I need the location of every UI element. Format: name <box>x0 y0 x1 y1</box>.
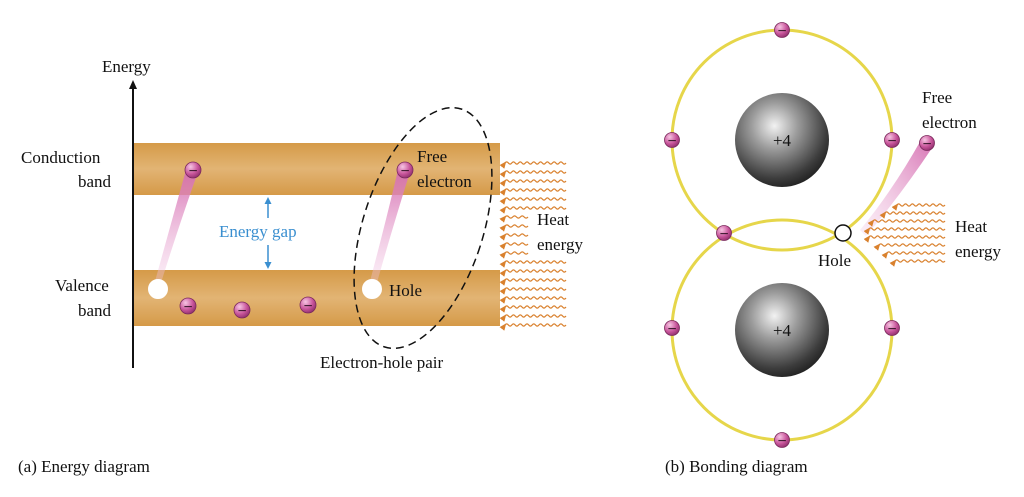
valence-band-label-line2: band <box>78 301 112 320</box>
free-electron-label-line2: electron <box>417 172 472 191</box>
nucleus <box>735 283 829 377</box>
bonding-diagram: +4 +4 − − − − − − <box>664 22 1001 476</box>
svg-text:−: − <box>777 24 787 38</box>
hole-label: Hole <box>389 281 422 300</box>
svg-text:−: − <box>400 164 410 178</box>
heat-arrow <box>499 296 567 304</box>
heat-arrow <box>891 203 946 211</box>
heat-arrows <box>499 161 567 331</box>
hole-icon <box>362 279 382 299</box>
heat-arrow <box>499 197 567 205</box>
heat-arrow <box>879 211 946 219</box>
heat-arrow <box>499 269 567 277</box>
electron-icon: − <box>233 301 251 319</box>
heat-arrow <box>499 242 529 250</box>
electron-icon: − <box>774 22 790 38</box>
svg-text:−: − <box>887 134 897 148</box>
valence-band-label-line1: Valence <box>55 276 109 295</box>
heat-arrow <box>499 305 567 313</box>
electron-icon: − <box>884 132 900 148</box>
heat-arrow <box>499 179 567 187</box>
heat-arrow <box>499 233 529 241</box>
svg-text:−: − <box>667 322 677 336</box>
energy-gap-label: Energy gap <box>219 222 297 241</box>
nucleus-charge-label: +4 <box>773 321 792 340</box>
svg-text:−: − <box>183 300 193 314</box>
heat-arrows <box>863 203 946 267</box>
heat-arrow <box>499 287 567 295</box>
hole-label: Hole <box>818 251 851 270</box>
free-electron-label-line1: Free <box>922 88 952 107</box>
electron-icon: − <box>299 296 317 314</box>
electron-icon: − <box>716 225 732 241</box>
heat-arrow <box>863 235 946 243</box>
valence-band <box>133 270 500 326</box>
heat-arrow <box>499 260 567 268</box>
electron-icon: − <box>184 161 202 179</box>
heat-arrow <box>873 243 946 251</box>
heat-arrow <box>867 219 946 227</box>
heat-arrow <box>499 251 529 259</box>
electron-icon: − <box>664 132 680 148</box>
energy-axis-label: Energy <box>102 57 151 76</box>
heat-arrow <box>499 161 567 169</box>
svg-text:−: − <box>777 434 787 448</box>
heat-arrow <box>499 170 567 178</box>
heat-arrow <box>499 206 567 214</box>
heat-arrow <box>499 278 567 286</box>
conduction-band-label-line2: band <box>78 172 112 191</box>
electron-trail <box>369 170 410 286</box>
energy-diagram-caption: (a) Energy diagram <box>18 457 150 476</box>
free-electron-icon: − <box>919 135 935 151</box>
heat-arrow <box>881 251 946 259</box>
electron-hole-pair-ellipse <box>353 106 493 350</box>
electron-icon: − <box>396 161 414 179</box>
electron-icon: − <box>774 432 790 448</box>
svg-text:−: − <box>922 137 932 151</box>
heat-energy-label-line2: energy <box>537 235 583 254</box>
nucleus <box>735 93 829 187</box>
electron-trail <box>860 140 932 236</box>
nucleus-charge-label: +4 <box>773 131 792 150</box>
heat-arrow <box>863 227 946 235</box>
electron-icon: − <box>664 320 680 336</box>
heat-arrow <box>499 215 529 223</box>
conduction-band-label-line1: Conduction <box>21 148 101 167</box>
energy-diagram: Energy Conduction band Valence band Ener… <box>18 57 583 476</box>
svg-text:−: − <box>237 304 247 318</box>
heat-arrow <box>499 188 567 196</box>
heat-arrow <box>499 323 567 331</box>
svg-text:−: − <box>719 227 729 241</box>
heat-arrow <box>499 314 567 322</box>
heat-arrow <box>499 224 529 232</box>
heat-arrow <box>889 259 946 267</box>
electron-icon: − <box>884 320 900 336</box>
svg-text:−: − <box>667 134 677 148</box>
electron-hole-pair-label: Electron-hole pair <box>320 353 444 372</box>
hole-icon <box>834 224 852 242</box>
svg-text:−: − <box>188 164 198 178</box>
svg-text:−: − <box>887 322 897 336</box>
heat-energy-label-line1: Heat <box>955 217 987 236</box>
heat-energy-label-line1: Heat <box>537 210 569 229</box>
bonding-diagram-caption: (b) Bonding diagram <box>665 457 808 476</box>
hole-icon <box>148 279 168 299</box>
free-electron-label-line1: Free <box>417 147 447 166</box>
free-electron-label-line2: electron <box>922 113 977 132</box>
svg-text:−: − <box>303 299 313 313</box>
heat-energy-label-line2: energy <box>955 242 1001 261</box>
electron-trail <box>154 170 198 286</box>
electron-icon: − <box>179 297 197 315</box>
